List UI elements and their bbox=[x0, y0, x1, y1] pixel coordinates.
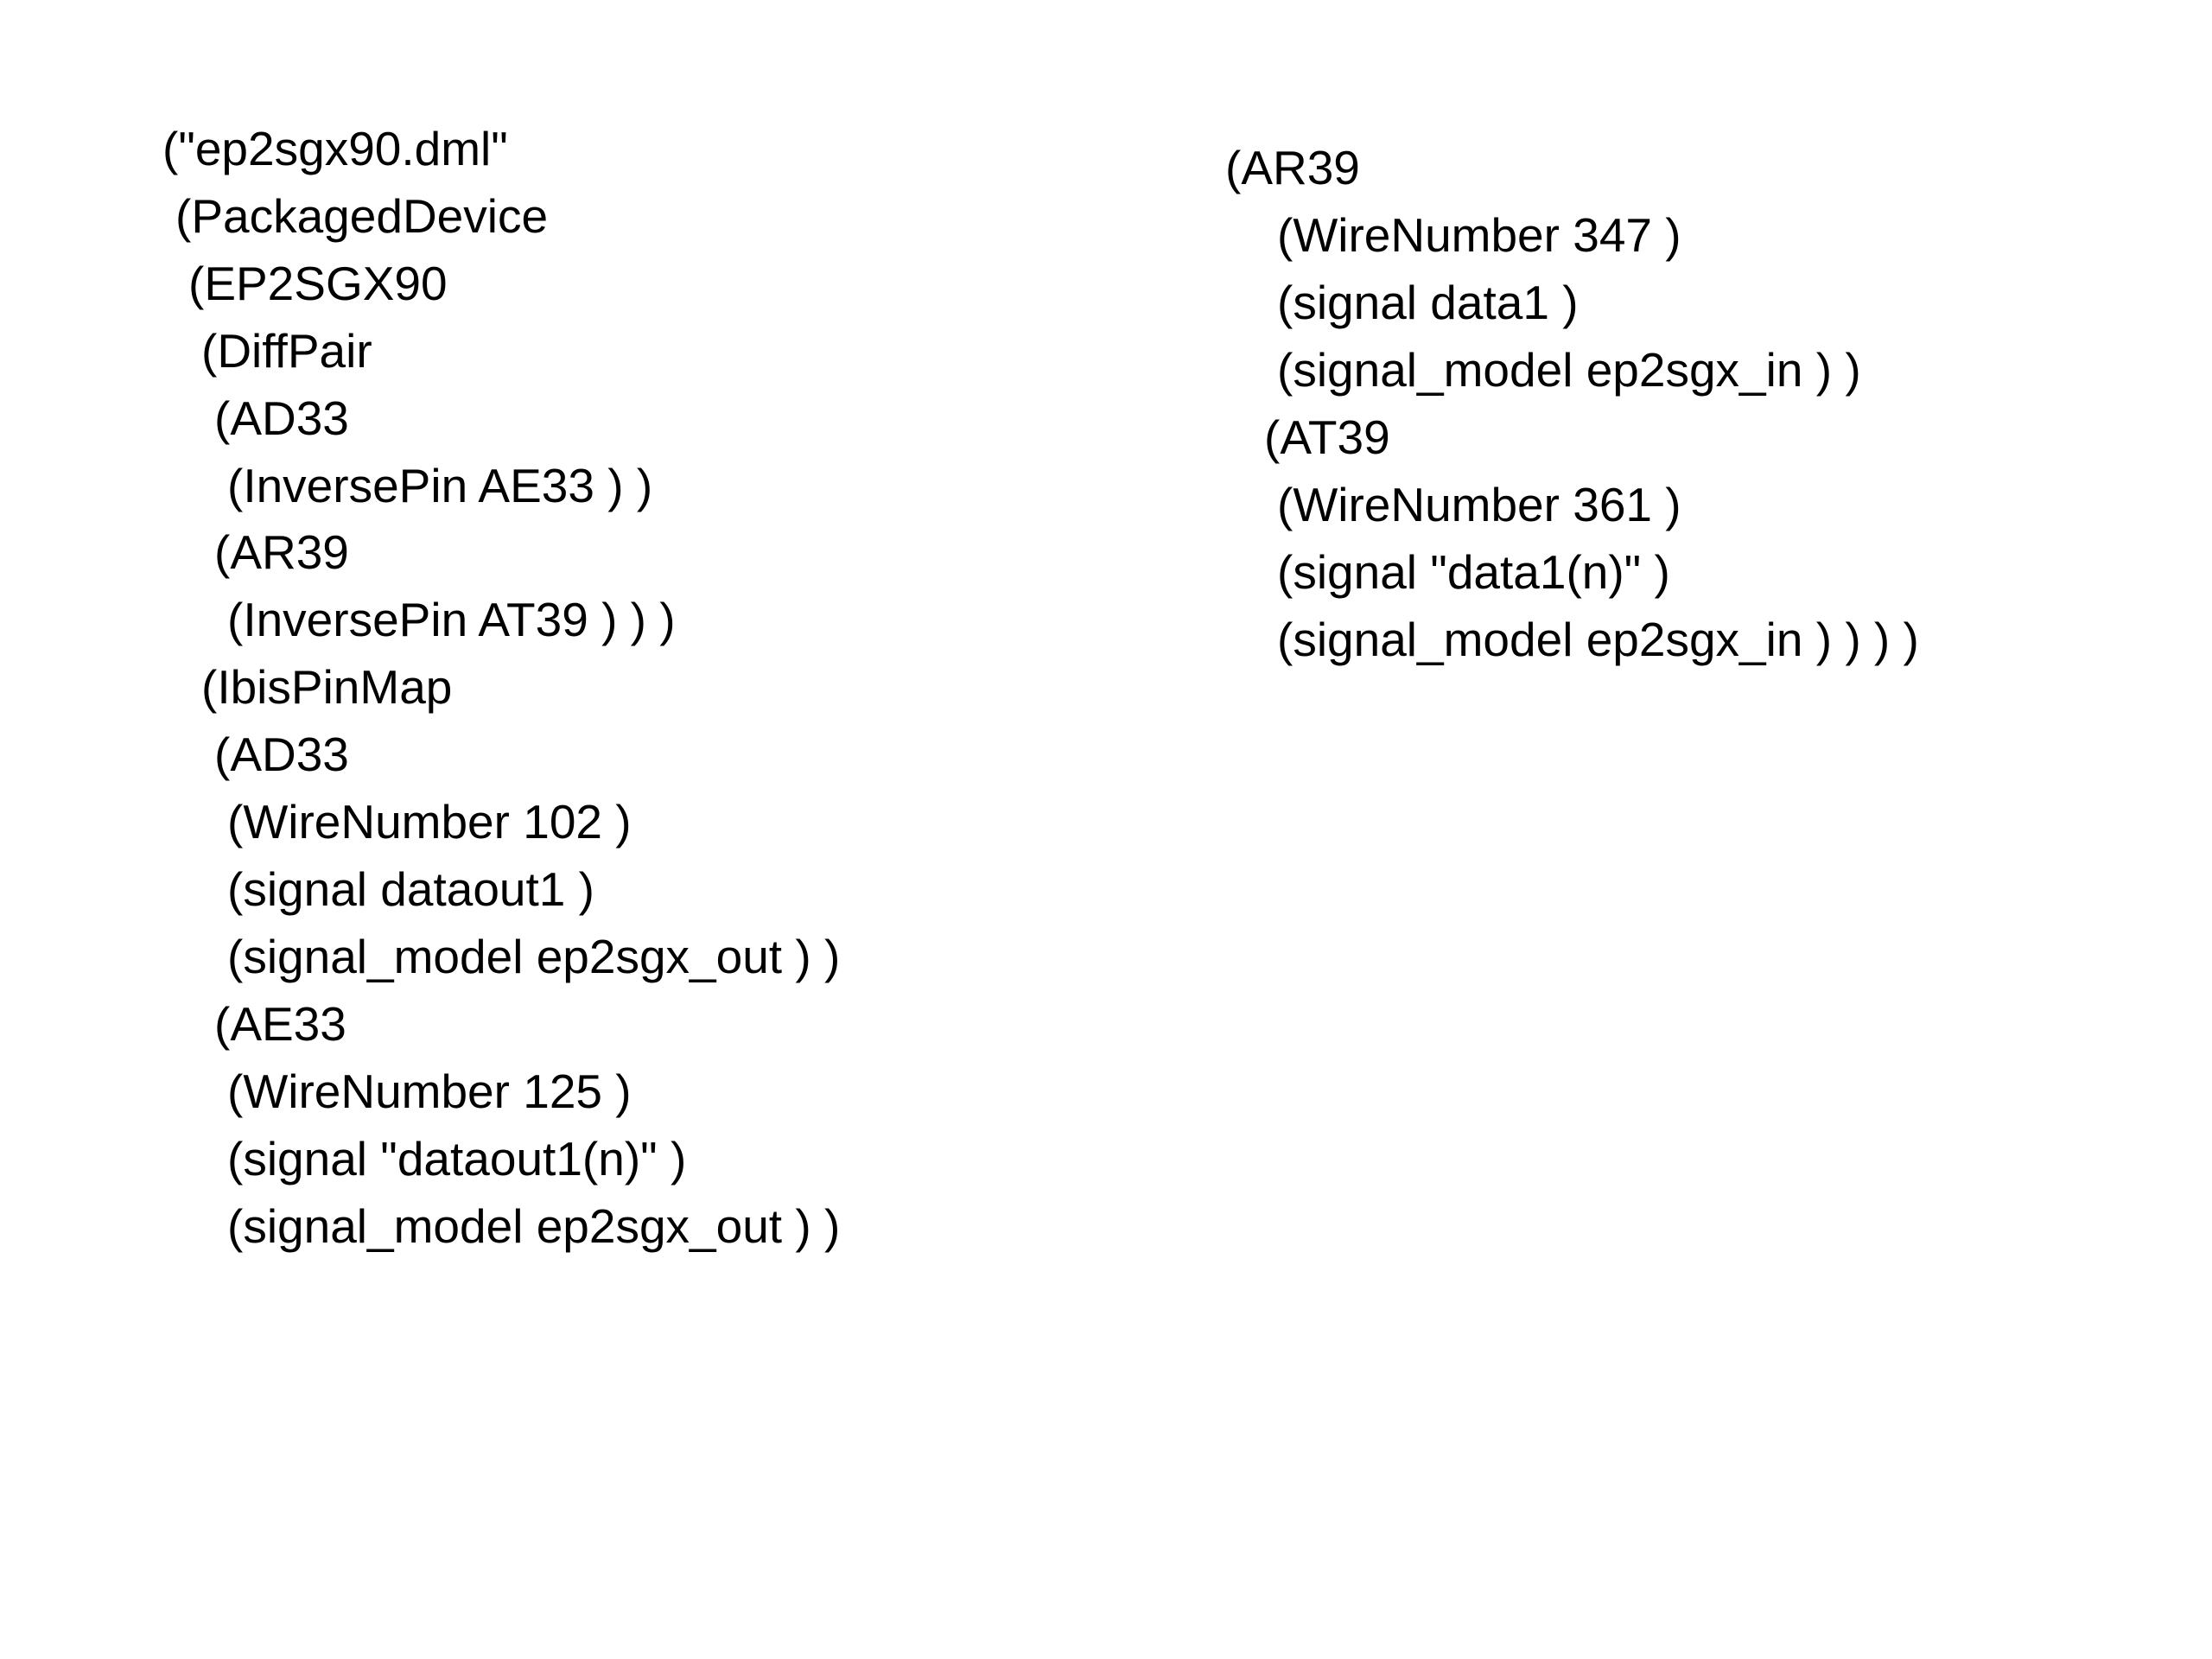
code-line: (WireNumber 102 ) bbox=[227, 795, 632, 849]
code-line: (PackagedDevice bbox=[175, 189, 549, 243]
code-line: (signal dataout1 ) bbox=[227, 862, 594, 916]
code-line: (WireNumber 361 ) bbox=[1277, 478, 1681, 531]
code-line: ("ep2sgx90.dml" bbox=[162, 122, 508, 175]
code-line: (WireNumber 125 ) bbox=[227, 1065, 632, 1118]
code-line: (InversePin AT39 ) ) ) bbox=[227, 593, 676, 646]
code-line: (AD33 bbox=[214, 728, 349, 781]
code-line: (AR39 bbox=[1225, 141, 1360, 194]
code-line: (signal_model ep2sgx_in ) ) ) ) bbox=[1277, 613, 1919, 666]
code-line: (signal "dataout1(n)" ) bbox=[227, 1132, 687, 1185]
code-line: (IbisPinMap bbox=[201, 660, 453, 714]
code-line: (signal_model ep2sgx_out ) ) bbox=[227, 1199, 841, 1253]
code-line: (signal_model ep2sgx_in ) ) bbox=[1277, 343, 1861, 397]
code-line: (signal "data1(n)" ) bbox=[1277, 545, 1670, 599]
code-line: (WireNumber 347 ) bbox=[1277, 208, 1681, 262]
code-line: (AD33 bbox=[214, 391, 349, 445]
code-line: (DiffPair bbox=[201, 324, 372, 378]
code-line: (EP2SGX90 bbox=[188, 257, 448, 310]
code-line: (InversePin AE33 ) ) bbox=[227, 459, 653, 512]
code-line: (signal_model ep2sgx_out ) ) bbox=[227, 930, 841, 983]
code-line: (signal data1 ) bbox=[1277, 276, 1579, 329]
code-line: (AT39 bbox=[1264, 410, 1390, 464]
code-line: (AR39 bbox=[214, 525, 349, 579]
code-line: (AE33 bbox=[214, 997, 346, 1051]
